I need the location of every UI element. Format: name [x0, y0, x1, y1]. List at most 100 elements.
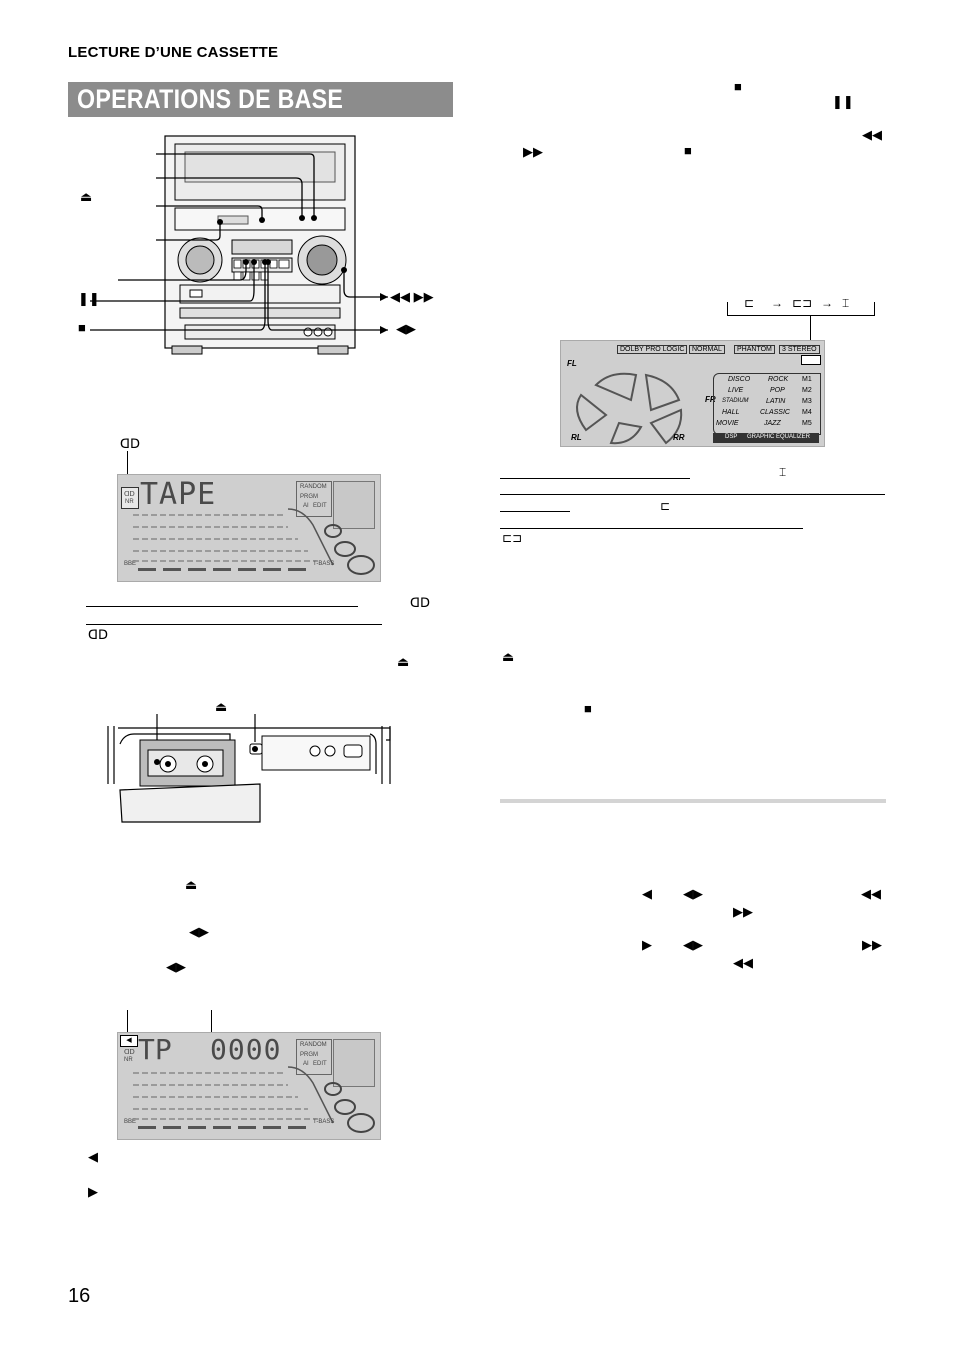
- mode-box: RANDOM PRGM AI EDIT: [296, 481, 332, 517]
- dolby-nr-indicator: ᗡᗞ NR: [121, 487, 139, 509]
- speaker-rl: RL: [571, 433, 582, 442]
- page-title: OPERATIONS DE BASE: [77, 84, 344, 114]
- prgm-label: PRGM: [300, 494, 318, 500]
- dsp-display: DOLBY PRO LOGIC NORMAL PHANTOM 3 STEREO …: [560, 340, 825, 447]
- eject-symbol: ⏏: [215, 699, 228, 714]
- bbe-label: BBE: [124, 561, 137, 567]
- stop-symbol: ■: [584, 701, 592, 716]
- play-symbol: ◀▶: [683, 937, 703, 952]
- reverse-mode-1: ⊏: [660, 499, 671, 513]
- page-number: 16: [68, 1285, 91, 1307]
- dolby-symbol: ᗡᗞ: [88, 627, 108, 642]
- memory-slot: M3: [802, 398, 812, 405]
- arrow-icon: →: [821, 296, 833, 310]
- dsp-mode: STADIUM: [722, 398, 749, 404]
- mode-footer: DSP GRAPHIC EQUALIZER: [713, 433, 819, 443]
- dsp-tag: PHANTOM: [734, 345, 775, 354]
- random-label: RANDOM: [300, 484, 327, 490]
- disc-window: [333, 481, 375, 529]
- rewind-ff-symbol: ◀◀ ▶▶: [390, 289, 434, 304]
- eq-mode: JAZZ: [764, 420, 781, 427]
- text-line: [500, 528, 803, 529]
- eq-mode: ROCK: [768, 376, 789, 383]
- dolby-callout-line: [127, 451, 128, 487]
- ai-label: AI: [303, 503, 309, 509]
- play-symbol: ◀▶: [683, 886, 703, 901]
- nr-label: NR: [124, 1057, 133, 1063]
- ff-symbol: ▶▶: [523, 144, 543, 159]
- reverse-symbol: ◀: [642, 886, 652, 901]
- dsp-footer: DSP: [725, 434, 738, 440]
- memory-slot: M5: [802, 420, 812, 427]
- callout-line: [127, 1010, 128, 1034]
- reverse-mode-3: ⌶: [779, 465, 787, 479]
- ff-symbol: ▶▶: [733, 904, 753, 919]
- play-symbol: ◀▶: [396, 321, 416, 336]
- dsp-tag: NORMAL: [689, 345, 725, 354]
- dolby-symbol-callout: ᗡᗞ: [120, 436, 140, 451]
- ai-label: AI: [303, 1061, 309, 1067]
- dolby-nr-glyph: ᗡᗞ: [124, 491, 135, 498]
- eject-symbol: ⏏: [502, 649, 515, 664]
- forward-symbol: ▶: [88, 1184, 98, 1199]
- reverse-symbol: ◀: [88, 1149, 98, 1164]
- rewind-symbol: ◀◀: [861, 886, 881, 901]
- text-line: [500, 511, 570, 512]
- eq-footer: GRAPHIC EQUALIZER: [747, 434, 811, 440]
- callout-line: [211, 1010, 212, 1034]
- nr-label: NR: [125, 499, 134, 505]
- text-line: [500, 478, 690, 479]
- lcd-main-text: TAPE: [140, 477, 217, 512]
- spectrum-grid: [133, 1066, 375, 1133]
- stereo-unit-illustration: [90, 135, 388, 355]
- dolby-nr-glyph: ᗡᗞ: [124, 1049, 135, 1056]
- pause-symbol: ❚❚: [78, 291, 100, 306]
- spectrum-grid: [133, 508, 375, 575]
- eq-mode: CLASSIC: [760, 409, 790, 416]
- text-line: [86, 606, 358, 607]
- tbass-label: T-BASS: [313, 561, 335, 567]
- reverse-mode-1: ⊏: [744, 296, 755, 310]
- bbe-label: BBE: [124, 1119, 137, 1125]
- speaker-fl: FL: [567, 359, 577, 368]
- text-line: [500, 494, 885, 495]
- reverse-mode-3: ⌶: [842, 296, 850, 310]
- page-title-banner: OPERATIONS DE BASE: [68, 82, 453, 117]
- eject-symbol: ⏏: [397, 654, 410, 669]
- text-line: [86, 624, 382, 625]
- mode-box: RANDOM PRGM AI EDIT: [296, 1039, 332, 1075]
- reverse-mode-2: ⊏⊐: [502, 531, 523, 545]
- edit-label: EDIT: [313, 503, 327, 509]
- prgm-label: PRGM: [300, 1052, 318, 1058]
- random-label: RANDOM: [300, 1042, 327, 1048]
- forward-symbol: ▶: [642, 937, 652, 952]
- speaker-rr: RR: [673, 433, 685, 442]
- lcd-main-text: TP: [138, 1033, 172, 1066]
- speaker-fr: FR: [705, 395, 716, 404]
- edit-label: EDIT: [313, 1061, 327, 1067]
- dsp-tag: DOLBY PRO LOGIC: [617, 345, 688, 354]
- reverse-indicator: ◀: [120, 1035, 138, 1047]
- section-heading: LECTURE D’UNE CASSETTE: [68, 44, 279, 61]
- stop-symbol: ■: [734, 79, 742, 94]
- lcd-tape-display: ᗡᗞ NR TAPE RANDOM PRGM AI EDIT BBE T-BAS…: [117, 474, 381, 582]
- reverse-mode-bracket: [727, 302, 875, 316]
- arrow-icon: →: [771, 296, 783, 310]
- stop-symbol: ■: [684, 143, 692, 158]
- memory-slot: M2: [802, 387, 812, 394]
- pause-symbol: ❚❚: [832, 94, 854, 109]
- reverse-mode-indicator: [801, 355, 821, 365]
- section-divider: [500, 799, 886, 803]
- disc-window: [333, 1039, 375, 1087]
- play-symbol: ◀▶: [166, 959, 186, 974]
- memory-slot: M1: [802, 376, 812, 383]
- eject-symbol: ⏏: [185, 877, 198, 892]
- eq-mode: POP: [770, 387, 785, 394]
- reverse-mode-2: ⊏⊐: [792, 296, 813, 310]
- lcd-tp-display: ◀ ᗡᗞ NR TP 0000 RANDOM PRGM AI EDIT BBE …: [117, 1032, 381, 1140]
- dsp-mode: DISCO: [728, 376, 751, 383]
- rewind-symbol: ◀◀: [862, 127, 882, 142]
- ff-symbol: ▶▶: [862, 937, 882, 952]
- dolby-symbol: ᗡᗞ: [410, 595, 430, 610]
- callout-line: [810, 315, 811, 355]
